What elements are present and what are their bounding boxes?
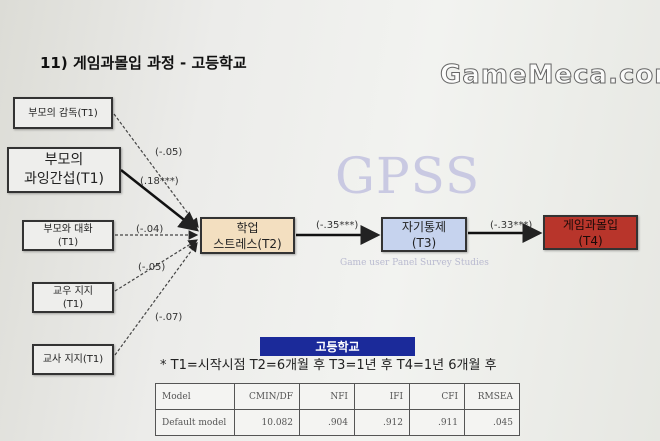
node-label: 교사 지지(T1) [42, 354, 104, 365]
node-self-control: 자기통제(T3) [381, 217, 467, 252]
path-arrow-2 [120, 169, 199, 232]
node-label: 부모의 감독(T1) [28, 107, 98, 119]
table-header: Model [155, 383, 235, 410]
model-fit-table: Model CMIN/DF NFI IFI CFI RMSEA Default … [155, 383, 520, 436]
node-label: 학업 [236, 220, 259, 235]
node-label: 부모의 [44, 152, 84, 168]
time-point-note: * T1=시작시점 T2=6개월 후 T3=1년 후 T4=1년 6개월 후 [160, 358, 497, 373]
path-coef-1: (-.05) [155, 147, 183, 158]
node-label: 교우 지지 [53, 285, 93, 297]
path-coef-5: (-.07) [155, 312, 183, 323]
school-level-banner: 고등학교 [260, 337, 415, 356]
node-teacher-support: 교사 지지(T1) [32, 344, 114, 375]
gamemeca-watermark: GameMeca.com [439, 60, 660, 91]
node-label: 과잉간섭(T1) [24, 171, 104, 187]
gpss-watermark: GPSS [335, 147, 481, 205]
table-cell: .045 [464, 409, 520, 436]
node-label: 자기통제 [401, 219, 447, 234]
table-header: RMSEA [464, 383, 520, 410]
path-arrow-5 [114, 242, 198, 356]
path-coef-3: (-.04) [136, 224, 164, 235]
path-arrow-1 [113, 113, 199, 228]
table-cell: .912 [354, 409, 410, 436]
node-game-overimmersion: 게임과몰입(T4) [543, 215, 638, 250]
path-arrow-4 [114, 239, 199, 292]
path-coef-7: (-.33***) [490, 220, 533, 231]
gpss-watermark-subtitle: Game user Panel Survey Studies [340, 258, 489, 268]
table-cell: 10.082 [234, 409, 300, 436]
table-cell: Default model [155, 409, 235, 436]
table-header: CFI [409, 383, 465, 410]
table-header: CMIN/DF [234, 383, 300, 410]
node-label: 스트레스(T2) [213, 236, 282, 251]
node-parental-monitoring: 부모의 감독(T1) [13, 97, 113, 129]
node-label: (T1) [57, 236, 79, 248]
node-label: (T3) [411, 235, 437, 250]
table-row: Default model 10.082 .904 .912 .911 .045 [155, 409, 520, 436]
table-header: NFI [299, 383, 355, 410]
path-coef-4: (-.05) [138, 262, 166, 273]
node-peer-support: 교우 지지(T1) [32, 282, 114, 313]
slide-title: 11) 게임과몰입 과정 - 고등학교 [40, 54, 247, 72]
table-cell: .911 [409, 409, 465, 436]
path-coef-2: (.18***) [140, 176, 179, 187]
table-cell: .904 [299, 409, 355, 436]
table-header: IFI [354, 383, 410, 410]
node-label: 부모와 대화 [43, 223, 93, 235]
table-header-row: Model CMIN/DF NFI IFI CFI RMSEA [155, 383, 520, 410]
node-label: (T1) [62, 298, 84, 310]
path-coef-6: (-.35***) [316, 220, 359, 231]
node-label: 게임과몰입 [562, 217, 619, 232]
node-parent-conversation: 부모와 대화(T1) [22, 220, 114, 251]
node-label: (T4) [578, 233, 603, 248]
